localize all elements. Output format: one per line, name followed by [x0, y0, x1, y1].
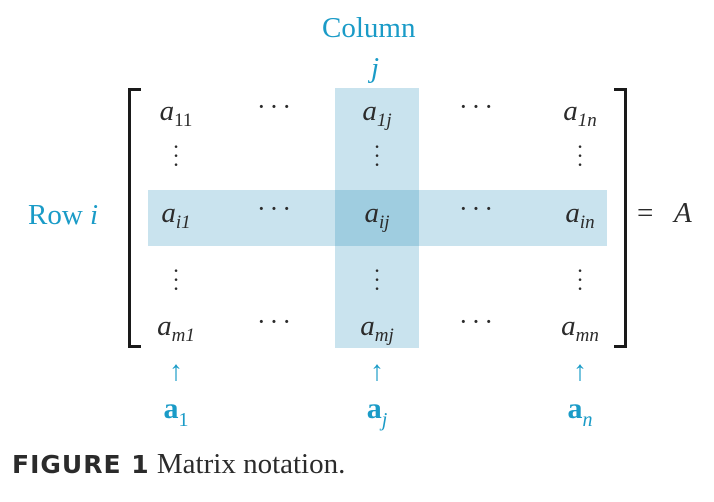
- equals-sign: =: [637, 197, 654, 229]
- entry-aij-highlight: [335, 190, 419, 246]
- arrow-up-icon: ↑: [370, 356, 384, 387]
- arrow-up-icon: ↑: [169, 356, 183, 387]
- hdots-row1-left: ···: [257, 92, 295, 121]
- column-vector-an: an: [567, 392, 593, 431]
- column-vector-a1: a1: [163, 392, 189, 431]
- entry-ain: ain: [565, 197, 595, 233]
- vdots-col1-bottom: ···: [172, 258, 180, 301]
- hdots-rowi-right: ···: [459, 194, 497, 223]
- figure-number: FIGURE 1: [12, 450, 150, 479]
- vdots-col1-top: ···: [172, 134, 180, 177]
- vdots-colj-bottom: ···: [373, 258, 381, 301]
- entry-am1: am1: [157, 310, 195, 346]
- caption-text: Matrix notation.: [156, 448, 346, 480]
- right-bracket: [614, 88, 627, 348]
- arrow-up-icon: ↑: [573, 356, 587, 387]
- entry-a1j: a1j: [362, 95, 392, 131]
- row-label: Row i: [28, 199, 99, 231]
- hdots-rowm-right: ···: [459, 307, 497, 336]
- entry-amn: amn: [561, 310, 599, 346]
- column-vector-aj: aj: [366, 392, 388, 431]
- entry-a1n: a1n: [563, 95, 597, 131]
- entry-ai1: ai1: [161, 197, 191, 233]
- entry-aij: aij: [364, 197, 390, 233]
- column-index: j: [371, 52, 380, 84]
- hdots-rowi-left: ···: [257, 194, 295, 223]
- vdots-coln-bottom: ···: [576, 258, 584, 301]
- figure-caption: FIGURE 1 Matrix notation.: [12, 448, 345, 481]
- column-label: Column: [322, 12, 416, 44]
- hdots-row1-right: ···: [459, 92, 497, 121]
- entry-a11: a11: [159, 95, 193, 131]
- vdots-colj-top: ···: [373, 134, 381, 177]
- entry-amj: amj: [360, 310, 394, 346]
- vdots-coln-top: ···: [576, 134, 584, 177]
- matrix-name: A: [674, 197, 692, 229]
- left-bracket: [128, 88, 141, 348]
- hdots-rowm-left: ···: [257, 307, 295, 336]
